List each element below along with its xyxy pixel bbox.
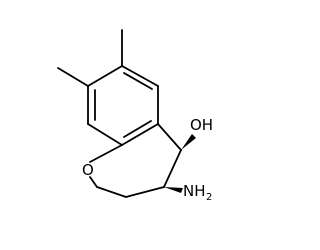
- bond-c2pos-o: [89, 176, 98, 188]
- oxepine-ring: [89, 123, 182, 198]
- bond-c3pos-c2pos: [96, 186, 127, 198]
- bond-c4pos-c3pos: [125, 186, 165, 198]
- aromatic-double-bond-2: [123, 120, 152, 138]
- bond-c5pos-c4pos: [163, 149, 182, 188]
- benzene-ring: [87, 65, 159, 146]
- ring-oxygen-label: O: [82, 161, 94, 179]
- bond-c3-c5pos: [157, 123, 182, 151]
- bond-c3-c4: [121, 123, 159, 146]
- wedge-bond-hydroxyl: [181, 134, 196, 150]
- bond-o-c9a: [89, 144, 123, 163]
- amino-subscript: 2: [206, 192, 212, 203]
- methyl-bond-left: [57, 67, 89, 87]
- bond-c1-c2: [121, 65, 159, 87]
- aromatic-double-bond-1: [123, 72, 153, 90]
- chemical-structure-diagram: OH O NH 2: [57, 29, 213, 203]
- hydroxyl-label: OH: [190, 116, 213, 134]
- bond-c4-c5: [87, 123, 123, 146]
- bond-c6-c1: [87, 65, 123, 87]
- wedge-bond-amino: [164, 187, 183, 193]
- amino-label: NH: [183, 182, 206, 200]
